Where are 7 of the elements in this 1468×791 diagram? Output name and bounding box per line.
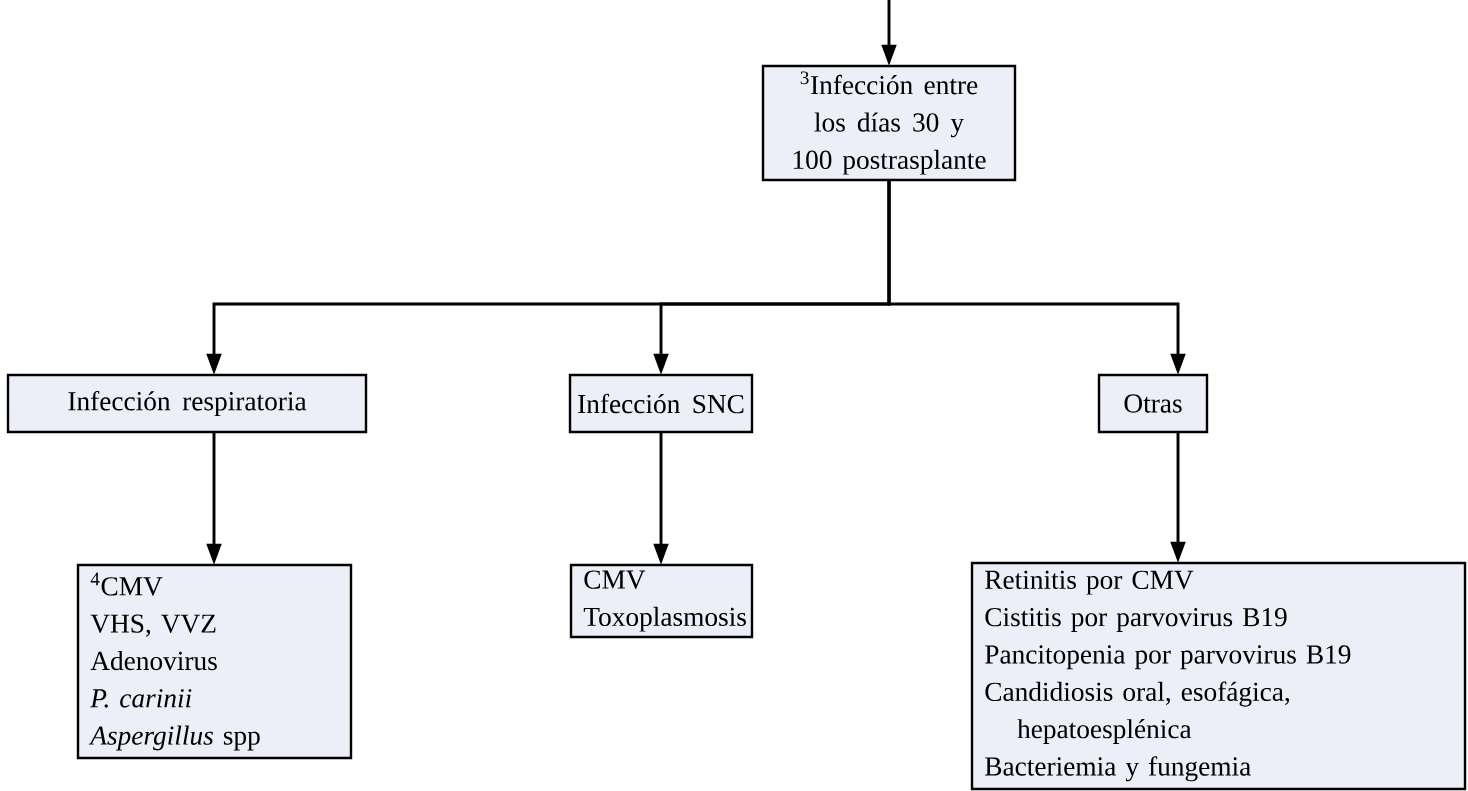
process-box: $^{4}$CMV VHS, VVZ Adenovirus P. carinii Aspergillus spp	[76, 563, 353, 760]
process-box: Retinitis por CMV Cistitis por parvovirus B19 Pancitopenia por parvovirus B19 Candidiosis oral, esofágica, hepatoesplénica Bacteriemia y fungemia	[970, 561, 1467, 791]
process-box: Otras	[1097, 373, 1209, 434]
process-box: Infección respiratoria	[6, 373, 368, 434]
process-box: CMV Toxoplasmosis	[569, 563, 754, 639]
process-box: $^{3}$Infección entre los días 30 y 100 postrasplante	[761, 64, 1017, 182]
process-box: Infección SNC	[568, 373, 754, 434]
